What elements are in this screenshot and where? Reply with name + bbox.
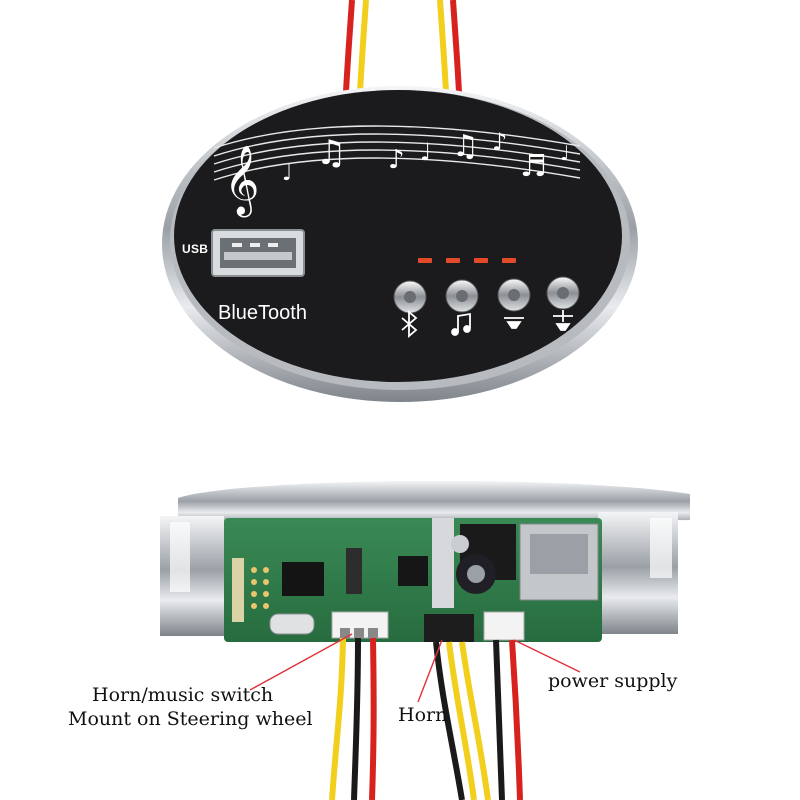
- circuit-board: [224, 518, 602, 642]
- indicator-leds: [418, 258, 516, 263]
- volume-up-button[interactable]: [546, 276, 580, 310]
- horn-switch-caption-line2: Mount on Steering wheel: [68, 708, 313, 730]
- brand-label: BlueTooth: [218, 302, 307, 324]
- bottom-wires: [329, 637, 523, 800]
- horn-callout-line: [417, 639, 443, 703]
- horn-switch-callout-line: [249, 633, 353, 691]
- callout-lines: [249, 633, 581, 703]
- rear-chrome-housing: [160, 480, 690, 636]
- svg-text:♩: ♩: [420, 138, 431, 166]
- music-note-icon: [451, 312, 471, 336]
- svg-text:♪: ♪: [492, 128, 507, 156]
- music-button[interactable]: [445, 279, 479, 313]
- volume-down-icon: [504, 317, 524, 329]
- power-supply-caption: power supply: [548, 670, 678, 692]
- horn-switch-caption-line1: Horn/music switch: [92, 684, 274, 706]
- music-notes-graphic: 𝄞 ♩ ♫ ♪ ♩ ♫ ♪ ♬ ♩: [224, 128, 569, 217]
- svg-text:♬: ♬: [520, 149, 547, 184]
- music-staff-graphic: [213, 125, 581, 181]
- power-connector: [483, 611, 525, 641]
- volume-down-button[interactable]: [497, 278, 531, 312]
- svg-text:♫: ♫: [316, 133, 346, 173]
- top-wires: [343, 0, 462, 93]
- bluetooth-button[interactable]: [393, 280, 427, 314]
- usb-port[interactable]: [211, 229, 305, 277]
- svg-text:♩: ♩: [282, 161, 292, 186]
- svg-text:♪: ♪: [388, 145, 405, 175]
- horn-caption: Horn: [398, 704, 448, 726]
- horn-switch-connector: [331, 611, 389, 639]
- svg-text:♩: ♩: [560, 141, 569, 165]
- usb-label: USB: [182, 242, 209, 256]
- volume-up-icon: [553, 310, 573, 331]
- bluetooth-icon: [401, 310, 418, 338]
- power-callout-line: [513, 639, 581, 673]
- svg-text:𝄞: 𝄞: [224, 145, 259, 217]
- svg-text:♫: ♫: [452, 129, 479, 164]
- horn-connector: [424, 614, 474, 642]
